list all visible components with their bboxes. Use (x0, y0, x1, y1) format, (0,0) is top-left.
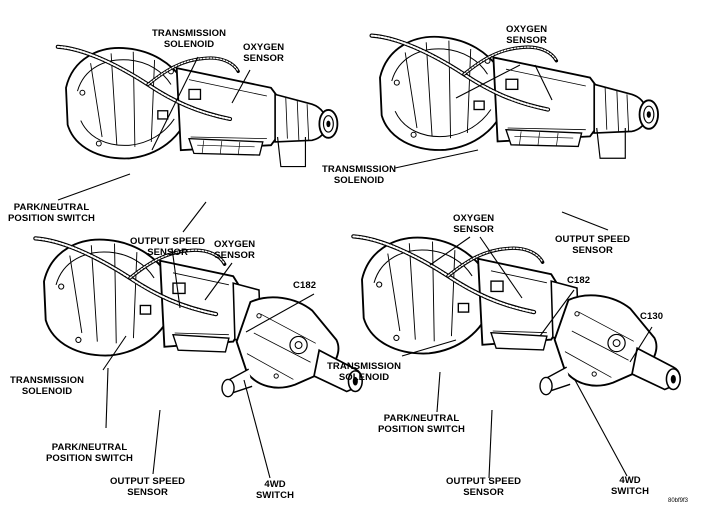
label-c182: C182 (567, 275, 591, 286)
label-output-speed-sensor: OUTPUT SPEED SENSOR (555, 234, 631, 256)
label-4wd-switch: 4WD SWITCH (256, 479, 295, 501)
label-4wd-switch: 4WD SWITCH (611, 475, 650, 497)
transmission-4wd-bottom-right (353, 236, 680, 394)
label-oxygen-sensor: OXYGEN SENSOR (453, 213, 495, 235)
label-oxygen-sensor: OXYGEN SENSOR (506, 24, 548, 46)
transmission-top-right (372, 36, 658, 159)
label-output-speed-sensor: OUTPUT SPEED SENSOR (446, 476, 522, 498)
label-output-speed-sensor: OUTPUT SPEED SENSOR (110, 476, 186, 498)
label-transmission-solenoid: TRANSMISSION SOLENOID (327, 361, 402, 383)
figure-code: 80bf9f3 (668, 498, 689, 504)
label-transmission-solenoid: TRANSMISSION SOLENOID (322, 164, 397, 186)
transmission-4wd-bottom-left (35, 238, 362, 396)
label-park-neutral-position-switch: PARK/NEUTRAL POSITION SWITCH (8, 202, 95, 224)
leader-lines (57, 56, 653, 479)
label-oxygen-sensor: OXYGEN SENSOR (243, 42, 285, 64)
label-output-speed-sensor: OUTPUT SPEED SENSOR (130, 236, 206, 258)
label-park-neutral-position-switch: PARK/NEUTRAL POSITION SWITCH (46, 442, 133, 464)
label-transmission-solenoid: TRANSMISSION SOLENOID (10, 375, 85, 397)
label-park-neutral-position-switch: PARK/NEUTRAL POSITION SWITCH (378, 413, 465, 435)
label-transmission-solenoid: TRANSMISSION SOLENOID (152, 28, 227, 50)
transmission-top-left (58, 47, 338, 167)
label-c182: C182 (293, 280, 317, 291)
label-c130: C130 (640, 311, 664, 322)
label-oxygen-sensor: OXYGEN SENSOR (214, 239, 256, 261)
